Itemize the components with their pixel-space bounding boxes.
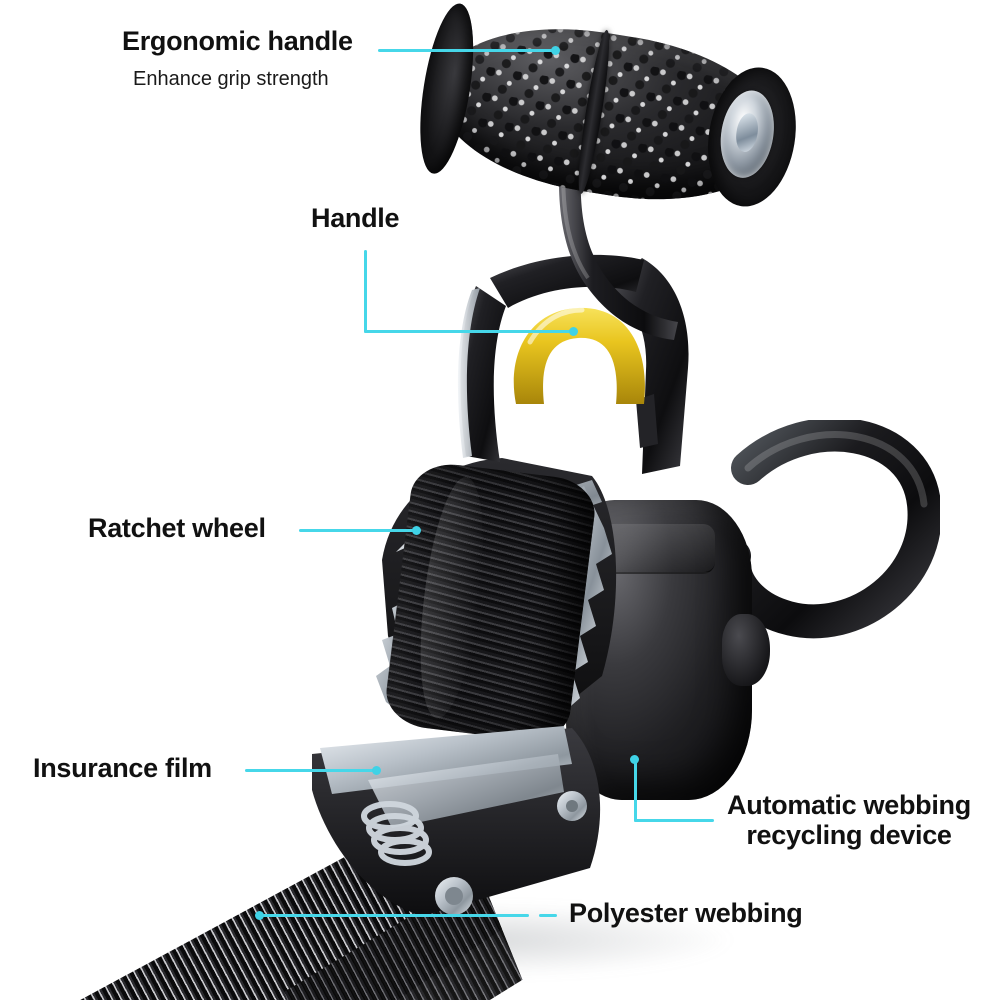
leader-dot-recycling-device <box>630 755 639 764</box>
leader-line-ergonomic-handle <box>378 49 556 52</box>
label-ergonomic-handle: Ergonomic handle <box>122 26 353 56</box>
housing-tab <box>722 614 770 686</box>
leader-line-insurance-film <box>245 769 379 772</box>
leader-line-ratchet-wheel <box>299 529 419 532</box>
label-ratchet-wheel: Ratchet wheel <box>88 513 266 543</box>
base-plate-svg <box>312 726 601 916</box>
leader-dot-polyester-webbing <box>255 911 264 920</box>
leader-line-polyester-webbing <box>259 914 529 917</box>
leader-dot-insurance-film <box>372 766 381 775</box>
sublabel-ergonomic-handle: Enhance grip strength <box>133 68 329 90</box>
ergonomic-grip <box>410 0 806 221</box>
leader-line-recycling-horizontal <box>634 819 714 822</box>
label-recycling-device-line-2: recycling device <box>746 820 952 850</box>
hook-svg <box>716 417 942 639</box>
steel-hook <box>690 417 942 660</box>
leader-dot-ratchet-wheel <box>412 526 421 535</box>
leader-line-recycling-vertical <box>634 760 637 822</box>
label-handle: Handle <box>311 203 400 233</box>
leader-line-polyester-webbing-dash <box>539 914 557 917</box>
base-plate-assembly <box>272 720 652 940</box>
leader-line-handle-vertical <box>364 250 367 333</box>
label-recycling-device-line-1: Automatic webbing <box>727 790 971 820</box>
leader-dot-ergonomic-handle <box>551 46 560 55</box>
label-insurance-film: Insurance film <box>33 753 212 783</box>
leader-line-handle-horizontal <box>364 330 576 333</box>
label-polyester-webbing: Polyester webbing <box>569 898 803 928</box>
leader-dot-handle <box>569 327 578 336</box>
